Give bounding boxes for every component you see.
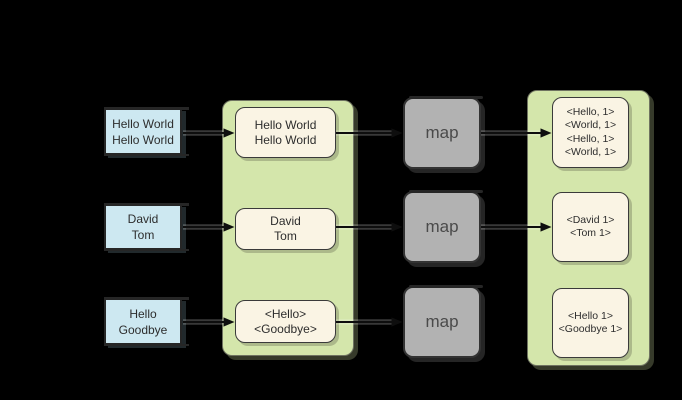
split-line: Hello World bbox=[254, 117, 317, 132]
output-line: <Hello, 1> bbox=[566, 105, 615, 118]
input-line: David bbox=[127, 212, 159, 226]
map-box: map bbox=[403, 190, 483, 263]
output-box: <Hello 1> <Goodbye 1> bbox=[552, 288, 629, 358]
split-line: <Goodbye> bbox=[254, 321, 317, 336]
map-label: map bbox=[425, 312, 459, 331]
output-box: <Hello, 1> <World, 1> <Hello, 1> <World,… bbox=[552, 97, 629, 168]
output-line: <World, 1> bbox=[564, 119, 617, 131]
split-line: David bbox=[270, 214, 301, 228]
split-box: David Tom bbox=[235, 208, 336, 250]
input-line: Hello bbox=[129, 306, 157, 321]
map-label: map bbox=[425, 123, 459, 142]
output-line: <Hello, 1> bbox=[566, 132, 615, 145]
output-box: <David 1> <Tom 1> bbox=[552, 192, 629, 262]
input-line: Hello World bbox=[112, 132, 174, 147]
split-box: Hello World Hello World bbox=[235, 107, 336, 158]
input-line: Tom bbox=[131, 228, 155, 242]
split-line: Hello World bbox=[254, 132, 317, 147]
split-box: <Hello> <Goodbye> bbox=[235, 300, 336, 343]
map-box: map bbox=[403, 96, 483, 169]
output-line: <World, 1> bbox=[564, 146, 617, 158]
split-line: <Hello> bbox=[264, 306, 307, 321]
input-box: David Tom bbox=[104, 203, 189, 251]
input-box: Hello World Hello World bbox=[104, 107, 189, 156]
output-line: <Hello 1> bbox=[568, 309, 613, 322]
map-label: map bbox=[425, 217, 459, 236]
output-line: <David 1> bbox=[566, 213, 615, 226]
map-box: map bbox=[403, 285, 483, 358]
output-line: <Goodbye 1> bbox=[558, 323, 623, 335]
input-line: Hello World bbox=[112, 116, 174, 131]
output-line: <Tom 1> bbox=[570, 227, 611, 239]
input-line: Goodbye bbox=[118, 322, 168, 337]
split-line: Tom bbox=[274, 229, 297, 243]
input-box: Hello Goodbye bbox=[104, 297, 189, 346]
